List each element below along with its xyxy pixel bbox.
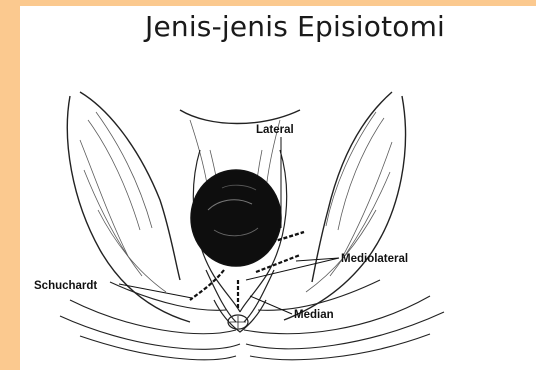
right-thigh-outer	[284, 96, 405, 320]
label-median: Median	[294, 309, 334, 321]
left-thigh-outline	[80, 92, 180, 280]
fetal-head	[191, 170, 281, 266]
anus-detail	[228, 315, 248, 329]
label-mediolateral: Mediolateral	[341, 253, 408, 265]
mons-outline	[180, 110, 300, 124]
label-schuchardt: Schuchardt	[34, 280, 97, 292]
lower-folds	[60, 280, 444, 360]
label-lateral: Lateral	[256, 124, 294, 136]
